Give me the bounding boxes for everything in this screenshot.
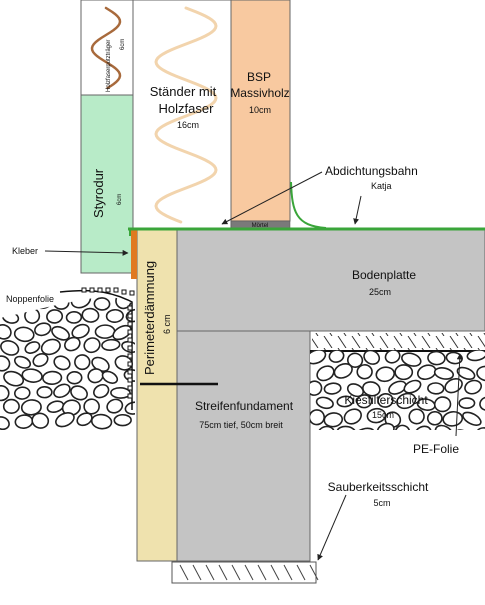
styrodur-layer: [80, 94, 134, 274]
sauberkeitsschicht-label: Sauberkeitsschicht: [328, 480, 429, 494]
kiesfilterschicht-thickness: 15cm: [372, 410, 394, 420]
streifenfundament-label: Streifenfundament: [195, 399, 294, 413]
staender-label-line1: Ständer mit: [150, 84, 217, 99]
putztraeger-fibre-pattern: [90, 6, 122, 90]
bsp-thickness: 10cm: [249, 105, 271, 115]
staender-fibre-pattern: [154, 6, 218, 224]
kleber-strip: [131, 229, 137, 279]
bsp-label-line2: Massivholz: [230, 86, 289, 100]
pe-folie-label: PE-Folie: [413, 442, 459, 456]
sauberkeits-hatch-area: [312, 333, 485, 351]
noppenfolie-sheet: [59, 289, 133, 410]
sauberkeitsschicht-hatch: [179, 564, 319, 581]
abdichtungsbahn-upturn: [290, 181, 327, 229]
abdichtungsbahn-label: Abdichtungsbahn: [325, 164, 418, 178]
staender-thickness: 16cm: [177, 120, 199, 130]
moertel-label: Mörtel: [252, 223, 269, 229]
holzfaser-putztraeger-label: Holzfaserputzträger: [106, 40, 112, 92]
holzfaser-putztraeger-thickness: 6cm: [120, 39, 126, 50]
perimeterdaemmung-layer: [136, 228, 178, 562]
kleber-label: Kleber: [12, 246, 38, 256]
perimeterdaemmung-thickness: 6 cm: [162, 314, 172, 334]
kiesfilterschicht-label: Kiesfilterschicht: [344, 393, 428, 407]
staender-label-line2: Holzfaser: [159, 101, 215, 116]
bodenplatte-thickness: 25cm: [369, 287, 391, 297]
sauberkeitsschicht-thickness: 5cm: [373, 498, 390, 508]
gravel-right: [310, 350, 485, 430]
styrodur-thickness: 6cm: [117, 194, 123, 205]
katja-arrow: [353, 195, 362, 225]
perimeterdaemmung-label: Perimeterdämmung: [142, 261, 157, 375]
abdichtungsbahn-arrow: [221, 171, 323, 225]
kleber-arrow: [44, 249, 129, 256]
pe-folie-arrow: [455, 353, 463, 437]
bodenplatte-label: Bodenplatte: [352, 268, 416, 282]
sauberkeitsschicht-arrow: [317, 494, 347, 561]
noppenfolie-studs: [81, 287, 135, 399]
streifenfundament-dimensions: 75cm tief, 50cm breit: [199, 420, 283, 430]
holzfaser-putztraeger-layer: [80, 0, 134, 96]
styrodur-label: Styrodur: [91, 168, 106, 218]
bsp-label-line1: BSP: [247, 70, 271, 84]
abdichtungsbahn-product-label: Katja: [371, 181, 392, 191]
noppenfolie-label: Noppenfolie: [6, 294, 54, 304]
bodenplatte-slab: [176, 228, 485, 332]
streifenfundament-block: [176, 330, 311, 562]
sauberkeitsschicht-layer: [171, 561, 317, 584]
gravel-left: [0, 296, 135, 430]
